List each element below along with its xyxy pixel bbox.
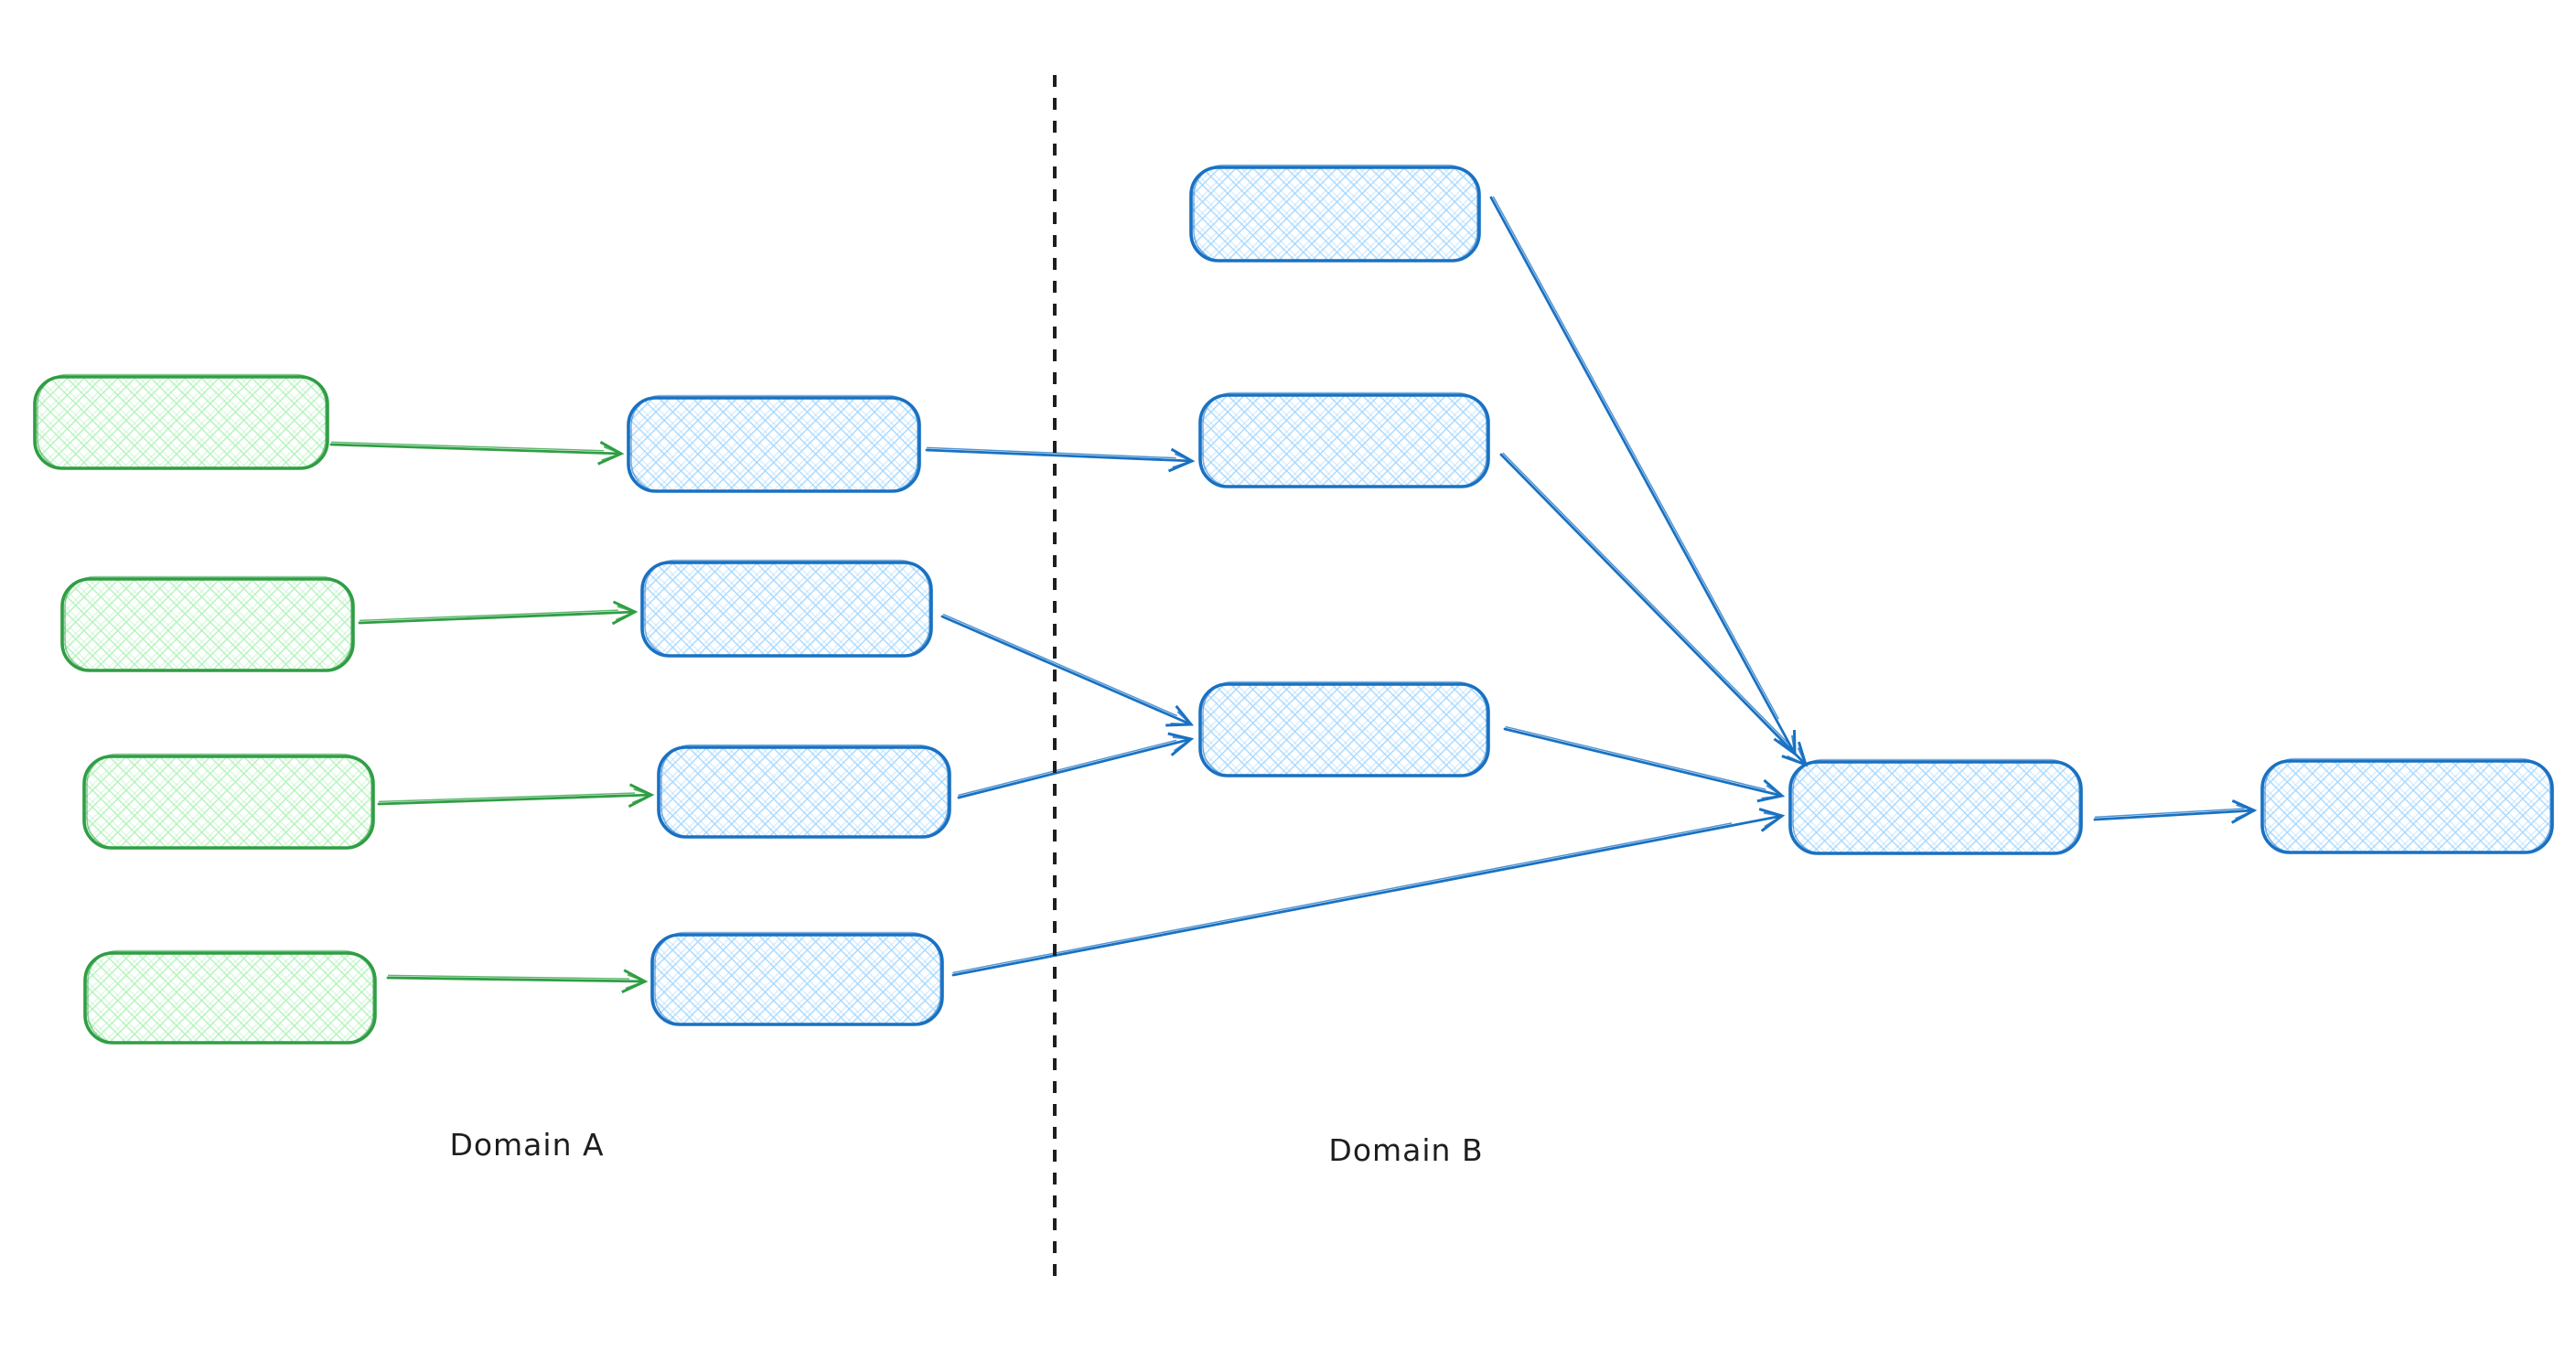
domain-a-source-4-shape — [83, 951, 377, 1045]
domain-b-node-2-shape — [1198, 393, 1490, 488]
arrow-target2-to-bnode3-echo-stroke — [942, 613, 1178, 717]
domain-a-target-2-echo-border — [644, 559, 930, 658]
domain-a-target-2[interactable] — [640, 559, 933, 658]
domain-a-target-1-echo-border — [630, 394, 918, 493]
arrow-target3-to-bnode3-line — [957, 732, 1195, 799]
arrow-bnode3-to-merge[interactable] — [1503, 725, 1786, 803]
domain-a-source-1[interactable] — [33, 373, 329, 470]
arrow-target1-to-bnode2-line — [925, 447, 1196, 473]
domain-a-target-4[interactable] — [650, 931, 944, 1026]
domain-a-target-3-shape — [657, 745, 951, 839]
domain-b-output-echo-border — [2264, 757, 2551, 854]
arrow-target3-to-bnode3[interactable] — [957, 732, 1195, 799]
arrow-target1-to-bnode2-echo-stroke — [927, 446, 1176, 459]
domain-b-node-1-shape — [1189, 166, 1481, 263]
arrow-target2-to-bnode3-line — [940, 615, 1195, 727]
domain-b-merge-echo-border — [1792, 758, 2080, 855]
arrow-source1-to-target1[interactable] — [329, 440, 625, 466]
arrow-source1-to-target1-echo-stroke — [331, 441, 605, 452]
arrow-bnode1-to-merge-echo-stroke — [1492, 196, 1780, 720]
arrow-bnode2-to-merge-echo-stroke — [1502, 452, 1790, 745]
domain-a-target-1[interactable] — [627, 394, 921, 493]
domain-a-source-1-shape — [33, 375, 329, 470]
domain-b-label[interactable]: Domain B — [1328, 1132, 1483, 1168]
arrow-source2-to-target2-echo-stroke — [359, 609, 618, 622]
domain-a-source-4-echo-border — [87, 949, 374, 1045]
domain-a-label[interactable]: Domain A — [449, 1127, 604, 1163]
domain-a-source-3[interactable] — [82, 753, 375, 850]
domain-a-source-4[interactable] — [83, 949, 377, 1045]
domain-b-node-3-echo-border — [1202, 681, 1487, 777]
arrow-source1-to-target1-line — [329, 440, 625, 466]
arrow-target4-to-merge-echo-stroke — [952, 822, 1733, 974]
arrow-source4-to-target4[interactable] — [386, 969, 649, 994]
arrow-source2-to-target2-line — [358, 600, 639, 626]
nodes-layer — [33, 164, 2554, 1045]
domain-a-source-3-echo-border — [86, 753, 372, 850]
arrow-bnode2-to-merge-line — [1499, 453, 1809, 767]
domain-b-node-3-shape — [1198, 682, 1490, 777]
arrow-target4-to-merge-line — [951, 808, 1786, 977]
domain-a-source-2-echo-border — [64, 575, 352, 672]
domain-b-node-2-echo-border — [1202, 391, 1487, 488]
arrow-source3-to-target3[interactable] — [377, 783, 655, 809]
domain-b-output-shape — [2260, 759, 2554, 854]
arrow-source3-to-target3-line — [377, 783, 655, 809]
arrow-target4-to-merge[interactable] — [951, 808, 1786, 977]
arrow-source3-to-target3-echo-stroke — [378, 792, 636, 803]
domain-a-source-3-shape — [82, 755, 375, 850]
arrow-target3-to-bnode3-echo-stroke — [958, 739, 1177, 797]
arrow-bnode2-to-merge[interactable] — [1499, 452, 1809, 767]
domain-b-output[interactable] — [2260, 757, 2554, 854]
arrow-source4-to-target4-echo-stroke — [388, 974, 630, 980]
edges-layer — [329, 196, 2258, 994]
domain-b-merge-shape — [1788, 760, 2083, 855]
arrow-merge-to-output-line — [2093, 799, 2258, 824]
labels-layer: Domain A Domain B — [449, 1127, 1483, 1168]
arrow-target1-to-bnode2[interactable] — [925, 446, 1196, 473]
domain-a-target-4-shape — [650, 933, 944, 1026]
domain-a-target-1-shape — [627, 396, 921, 493]
domain-b-node-1-echo-border — [1193, 164, 1478, 263]
domain-a-source-2-shape — [60, 577, 355, 672]
arrow-target2-to-bnode3[interactable] — [940, 613, 1195, 727]
domain-a-source-1-echo-border — [37, 373, 327, 470]
arrow-bnode1-to-merge-line — [1489, 196, 1797, 756]
arrow-bnode3-to-merge-echo-stroke — [1505, 725, 1766, 790]
arrow-bnode3-to-merge-line — [1503, 727, 1786, 803]
domain-b-node-3[interactable] — [1198, 681, 1490, 777]
arrow-bnode1-to-merge[interactable] — [1489, 196, 1797, 756]
arrow-merge-to-output-echo-stroke — [2094, 808, 2245, 819]
domain-a-target-3[interactable] — [657, 744, 951, 839]
domain-b-node-2[interactable] — [1198, 391, 1490, 488]
domain-b-node-1[interactable] — [1189, 164, 1481, 263]
domain-b-merge[interactable] — [1788, 758, 2083, 855]
arrow-merge-to-output[interactable] — [2093, 799, 2258, 824]
domain-a-target-3-echo-border — [660, 744, 949, 839]
domain-a-target-4-echo-border — [654, 931, 941, 1026]
arrow-source2-to-target2[interactable] — [358, 600, 639, 626]
arrow-source4-to-target4-line — [386, 969, 649, 994]
domain-a-target-2-shape — [640, 561, 933, 658]
domain-a-source-2[interactable] — [60, 575, 355, 672]
